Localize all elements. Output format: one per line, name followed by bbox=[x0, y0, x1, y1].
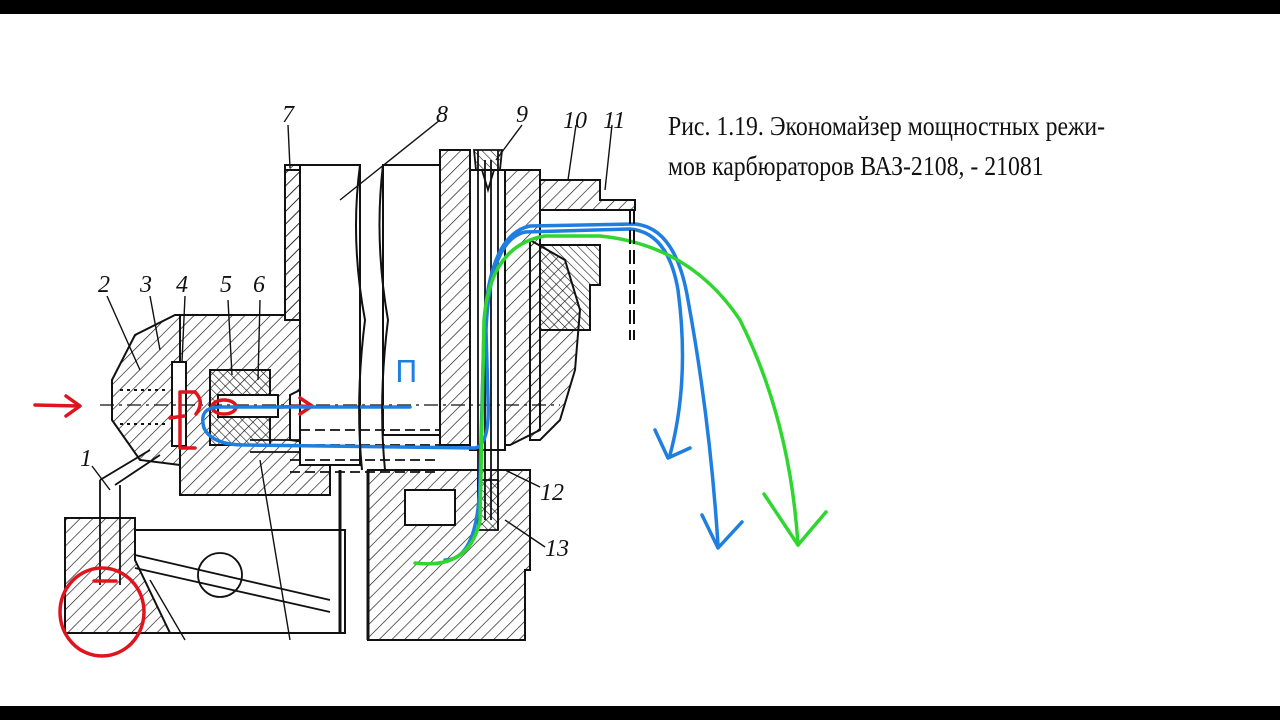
callout-10: 10 bbox=[563, 108, 587, 134]
air-channel-8 bbox=[299, 164, 361, 466]
callout-6: 6 bbox=[253, 272, 265, 298]
top-flange bbox=[539, 179, 636, 211]
red-hook bbox=[193, 390, 202, 416]
break-lines bbox=[355, 164, 635, 471]
emulsion-tube bbox=[473, 149, 503, 531]
callout-numbers: 1 2 3 4 5 6 7 8 9 10 11 12 13 bbox=[80, 102, 625, 562]
callout-1: 1 bbox=[80, 446, 92, 472]
green-markup bbox=[413, 234, 828, 566]
red-bracket bbox=[168, 390, 197, 450]
caption-line-1: Рис. 1.19. Экономайзер мощностных режи- bbox=[668, 111, 1106, 141]
callout-7: 7 bbox=[282, 102, 295, 128]
green-flow bbox=[413, 234, 800, 566]
channel-wall-left bbox=[284, 169, 301, 321]
callout-13: 13 bbox=[545, 536, 569, 562]
handwritten-label: П bbox=[395, 355, 418, 390]
caption-line-2: мов карбюраторов ВАЗ-2108, - 21081 bbox=[668, 151, 1044, 181]
callout-8: 8 bbox=[436, 102, 448, 128]
green-arrow bbox=[762, 492, 828, 547]
flange-lower bbox=[539, 244, 601, 331]
spring bbox=[120, 389, 165, 425]
diagram-canvas: Рис. 1.19. Экономайзер мощностных режи- … bbox=[0, 14, 1280, 706]
air-channel-8b bbox=[382, 164, 441, 436]
blue-arrow-2 bbox=[700, 513, 744, 550]
callout-3: 3 bbox=[139, 272, 152, 298]
callout-11: 11 bbox=[603, 108, 625, 134]
carburetor-cross-section: 1 2 3 4 5 6 7 8 9 10 11 12 13 bbox=[33, 102, 828, 658]
throttle-plate bbox=[134, 554, 331, 613]
callout-9: 9 bbox=[516, 102, 528, 128]
blue-flow-2 bbox=[443, 222, 720, 562]
red-arrow-left bbox=[33, 394, 82, 418]
callout-4: 4 bbox=[176, 272, 188, 298]
red-circle-jet bbox=[58, 566, 146, 658]
lower-pocket bbox=[404, 489, 456, 526]
blue-arrow-1 bbox=[653, 428, 692, 460]
callout-5: 5 bbox=[220, 272, 232, 298]
well-wall bbox=[439, 149, 471, 446]
figure-caption: Рис. 1.19. Экономайзер мощностных режи- … bbox=[668, 106, 1187, 186]
callout-12: 12 bbox=[540, 480, 564, 506]
callout-2: 2 bbox=[98, 272, 110, 298]
